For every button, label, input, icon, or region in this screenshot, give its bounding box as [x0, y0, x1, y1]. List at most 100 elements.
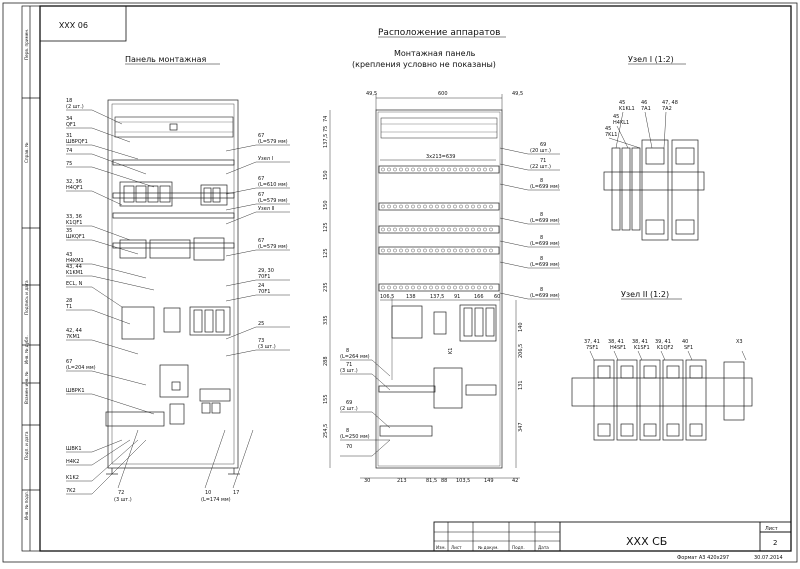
terminal-hole — [405, 204, 409, 209]
callout-position: 8 — [540, 212, 543, 218]
callout-position: Узел I — [258, 156, 273, 162]
terminal-hole — [441, 227, 445, 232]
callout-designator: (L=699 мм) — [530, 262, 560, 268]
center-right-callouts: 69(20 шт.)71(22 шт.)8(L=699 мм)8(L=699 м… — [499, 142, 560, 300]
terminal-hole — [399, 285, 403, 290]
callout-position: 67 — [258, 238, 264, 244]
terminal-hole — [471, 285, 475, 290]
callout-designator: 7KM1 — [66, 334, 80, 340]
left-margin-strip — [21, 5, 41, 552]
terminal-hole — [417, 227, 421, 232]
terminal-hole — [387, 227, 391, 232]
title-column-label: Дата — [538, 545, 549, 550]
terminal-hole — [441, 285, 445, 290]
center-rail-terminals — [381, 167, 493, 290]
top-dimension: 49,5 — [512, 91, 523, 97]
terminal-hole — [453, 167, 457, 172]
node2-detail — [571, 359, 753, 441]
callout-position: 31 — [66, 133, 72, 139]
bottom-dimension: 88 — [441, 478, 447, 484]
node1-position: 45 — [619, 100, 625, 106]
right-dimension: 131 — [518, 380, 524, 390]
terminal-hole — [471, 204, 475, 209]
terminal-hole — [435, 285, 439, 290]
margin-label: Подп. и дата — [24, 431, 29, 460]
mid-dimension: 91 — [454, 294, 460, 300]
terminal-hole — [477, 248, 481, 253]
callout-designator: (L=579 мм) — [258, 244, 288, 250]
callout-position: 24 — [258, 283, 264, 289]
callout-designator: (L=610 мм) — [258, 182, 288, 188]
terminal-hole — [411, 227, 415, 232]
terminal-hole — [417, 285, 421, 290]
callout-position: 10 — [205, 490, 211, 496]
terminal-hole — [429, 167, 433, 172]
terminal-hole — [471, 248, 475, 253]
margin-label: Инв. № дубл. — [24, 335, 29, 364]
callout-designator: (L=174 мм) — [201, 497, 231, 503]
callout-position: 70 — [346, 444, 352, 450]
terminal-hole — [435, 204, 439, 209]
callout-position: 71 — [540, 158, 546, 164]
callout-designator: (20 шт.) — [530, 148, 551, 154]
node2-designator: H4SF1 — [610, 345, 626, 351]
terminal-hole — [483, 167, 487, 172]
left-dimension: 74 — [323, 116, 329, 122]
node1-position: 47, 48 — [662, 100, 678, 106]
drawing-date: 30.07.2014 — [754, 555, 783, 561]
terminal-hole — [453, 285, 457, 290]
callout-position: 7K2 — [66, 488, 76, 494]
terminal-hole — [465, 204, 469, 209]
node2-designator: SF1 — [684, 345, 693, 351]
node2-position: 38, 41 — [608, 339, 624, 345]
left-dimension: 125 — [323, 222, 329, 232]
callout-designator: (L=699 мм) — [530, 293, 560, 299]
node1-title: Узел I (1:2) — [628, 55, 674, 64]
callout-designator: 70F1 — [258, 274, 270, 280]
bottom-dimension: 30 — [364, 478, 370, 484]
callout-position: 34 — [66, 116, 72, 122]
terminal-hole — [381, 204, 385, 209]
terminal-hole — [459, 227, 463, 232]
margin-label: Взамен инв. № — [24, 371, 29, 404]
terminal-hole — [381, 285, 385, 290]
node1-designator: 7A1 — [641, 106, 651, 112]
terminal-hole — [477, 285, 481, 290]
callout-position: ECL, N — [66, 281, 83, 287]
terminal-hole — [405, 167, 409, 172]
terminal-hole — [423, 167, 427, 172]
callout-position: 69 — [540, 142, 546, 148]
sheet-number: 2 — [773, 539, 777, 547]
right-dimension: 206,5 — [518, 344, 524, 358]
top-dimension: 600 — [438, 91, 448, 97]
terminal-hole — [417, 248, 421, 253]
callout-designator: 70F1 — [258, 289, 270, 295]
terminal-hole — [453, 204, 457, 209]
terminal-hole — [381, 227, 385, 232]
node2-position: X3 — [736, 339, 743, 345]
callout-designator: (L=250 мм) — [340, 434, 370, 440]
terminal-hole — [447, 227, 451, 232]
terminal-hole — [405, 227, 409, 232]
left-dimension: 155 — [323, 394, 329, 404]
callout-designator: (3 шт.) — [340, 368, 358, 374]
terminal-hole — [465, 248, 469, 253]
drawing-frame — [39, 5, 792, 552]
terminal-hole — [459, 167, 463, 172]
callout-designator: H4QF1 — [66, 185, 83, 191]
terminal-hole — [429, 285, 433, 290]
center-left-callouts: 8(L=264 мм)71(3 шт.)69(2 шт.)8(L=250 мм)… — [340, 348, 391, 457]
terminal-hole — [441, 167, 445, 172]
terminal-hole — [447, 248, 451, 253]
callout-designator: (2 шт.) — [66, 104, 84, 110]
callout-position: 28 — [66, 298, 72, 304]
terminal-hole — [423, 204, 427, 209]
callout-designator: H4KM1 — [66, 258, 84, 264]
callout-position: 32, 36 — [66, 179, 82, 185]
page-title: Расположение аппаратов — [378, 28, 500, 38]
margin-label: Перв. примен. — [24, 29, 29, 60]
